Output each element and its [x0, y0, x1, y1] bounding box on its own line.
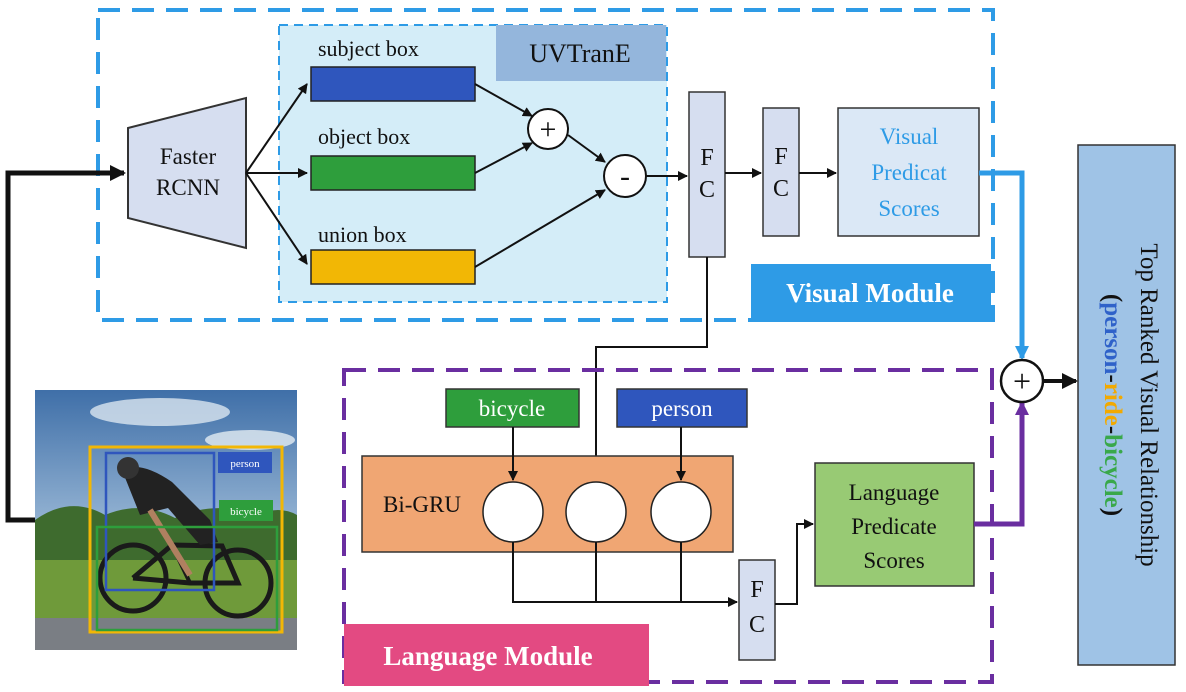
fc-block-2: [762, 107, 800, 237]
gru-node-1: [482, 481, 544, 543]
visual-module-border: [96, 8, 995, 322]
photo-bicycle-label: bicycle: [230, 506, 262, 518]
minus-operator-label: -: [620, 160, 630, 193]
output-relation: (person-ride-bicycle): [1099, 294, 1126, 516]
language-fc-f: F: [750, 577, 763, 603]
output-title: Top Ranked Visual Relationship: [1135, 243, 1162, 566]
language-fc-block: [738, 559, 776, 661]
fc-block-1-f: F: [700, 145, 713, 171]
input-photo: person bicycle: [35, 390, 297, 650]
union-box: [310, 249, 476, 285]
language-scores-line-1: Language: [849, 480, 940, 505]
fc-block-2-c: C: [773, 176, 789, 202]
visual-scores-line-2: Predicat: [871, 160, 947, 185]
language-scores-line-3: Scores: [863, 548, 924, 573]
visual-to-fusion-arrow: [979, 170, 1029, 360]
language-scores-line-2: Predicate: [851, 514, 937, 539]
language-predicate-scores-box: [814, 462, 975, 587]
bicycle-word-box: [445, 388, 580, 428]
language-module-label-box: [344, 624, 649, 686]
fusion-plus-label: +: [1013, 363, 1031, 399]
union-box-label: union box: [318, 222, 407, 247]
visual-module-label-box: [751, 264, 991, 322]
photo-person-label: person: [230, 458, 260, 470]
subject-box: [310, 66, 476, 102]
faster-rcnn-label-2: RCNN: [156, 175, 220, 200]
fc-block-1: [688, 91, 726, 258]
bigru-label: Bi-GRU: [383, 492, 461, 517]
person-word-label: person: [651, 396, 713, 421]
object-box: [310, 155, 476, 191]
visual-scores-line-3: Scores: [878, 196, 939, 221]
plus-operator-label: +: [540, 113, 557, 146]
gru-node-3: [650, 481, 712, 543]
language-to-fusion-arrow: [974, 401, 1029, 527]
faster-rcnn-label-1: Faster: [160, 144, 217, 169]
fc-block-2-f: F: [774, 144, 787, 170]
language-module-label: Language Module: [383, 641, 592, 671]
photo-to-rcnn-arrow: [5, 165, 126, 523]
visual-module-label: Visual Module: [786, 278, 954, 308]
language-fc-c: C: [749, 612, 765, 638]
fc-to-bigru-line: [591, 257, 708, 483]
uvtrane-label: UVTranE: [529, 39, 631, 68]
uvtrane-label-box: [496, 25, 666, 81]
subject-box-label: subject box: [318, 36, 419, 61]
visual-scores-line-1: Visual: [880, 124, 939, 149]
output-box: [1077, 144, 1176, 666]
object-box-label: object box: [318, 124, 410, 149]
gru-node-2: [565, 481, 627, 543]
plus-operator: [527, 108, 569, 150]
person-word-box: [616, 388, 748, 428]
bicycle-word-label: bicycle: [479, 396, 545, 421]
faster-rcnn-block: [127, 96, 247, 250]
fc-block-1-c: C: [699, 177, 715, 203]
